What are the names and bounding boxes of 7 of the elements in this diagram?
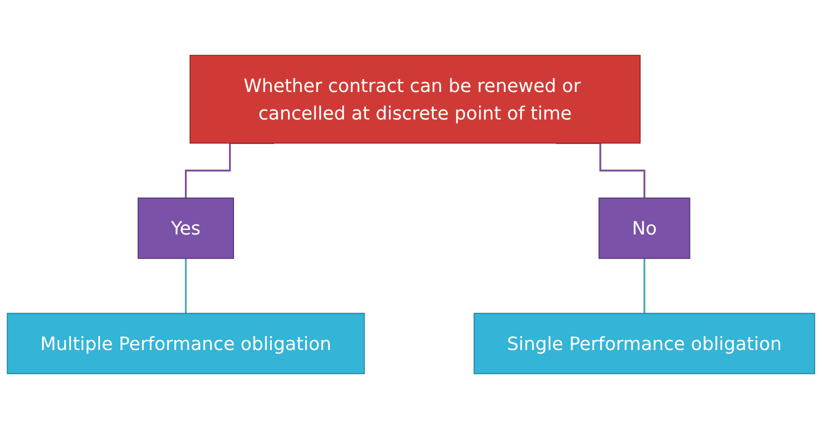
process-box: Multiple Performance obligation [6,312,365,374]
process-box: Whether contract can be renewed or cancelled at discrete point of time [190,54,641,144]
connector-line [184,258,187,314]
connector-line [643,258,646,314]
process-box: Yes [138,198,234,259]
process-box: Single Performance obligation [474,312,816,374]
process-box: No [598,198,690,259]
